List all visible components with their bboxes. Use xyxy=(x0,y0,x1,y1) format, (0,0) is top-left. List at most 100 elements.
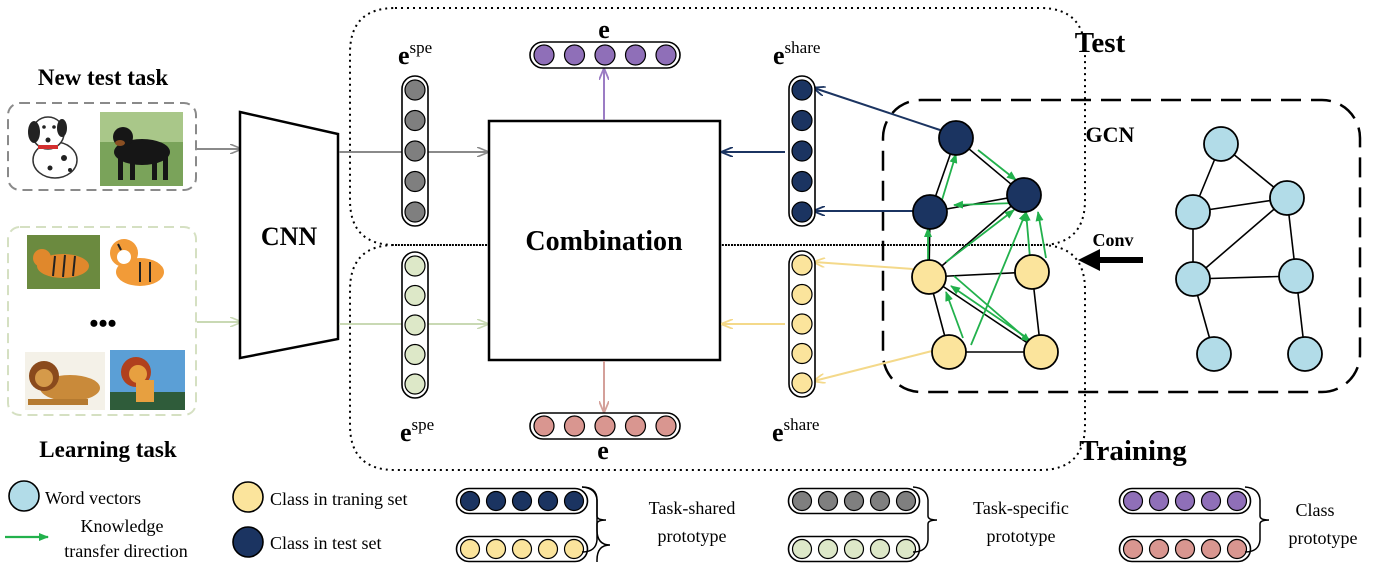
class-training-legend-label: Class in traning set xyxy=(270,489,408,509)
e-share-test-strip-bead xyxy=(791,109,813,132)
legend-green-strip-bead xyxy=(791,538,813,560)
legend-pink-strip-bead xyxy=(1226,538,1248,560)
legend-pink-strip-bead xyxy=(1200,538,1222,560)
knowledge-transfer-arrow xyxy=(953,200,1017,209)
training-class-node xyxy=(911,259,947,295)
legend-grey-strip-bead xyxy=(791,490,813,512)
knowledge-transfer-arrow xyxy=(945,291,964,339)
task-specific-legend-line2: prototype xyxy=(987,526,1056,546)
e-share-test-strip-bead xyxy=(791,140,813,162)
legend-purple-strip-bead xyxy=(1148,490,1170,512)
legend-yellow-strip-bead xyxy=(537,538,559,560)
test-label: Test xyxy=(1075,27,1126,59)
knowledge-transfer-arrow xyxy=(970,211,1027,346)
test-class-node xyxy=(1006,177,1042,213)
e-share-test-label: eshare xyxy=(773,38,820,70)
legend-navy-strip-bead xyxy=(511,490,533,512)
cnn-label: CNN xyxy=(261,222,318,251)
word-vector-node xyxy=(1269,180,1305,216)
e-class-test-strip-bead xyxy=(624,44,647,66)
graph-to-share-train-arrow-2 xyxy=(814,350,933,381)
knowledge-transfer-arrow xyxy=(953,275,1031,343)
knowledge-transfer-arrow xyxy=(977,149,1017,181)
e-class-test-strip-bead xyxy=(594,44,616,66)
legend-pink-strip-bead xyxy=(1122,538,1144,560)
knowledge-transfer-arrow xyxy=(1022,211,1031,259)
e-class-test-strip-bead xyxy=(533,44,555,66)
word-vector-node xyxy=(1287,336,1323,372)
e-spe-test-strip-bead xyxy=(404,79,426,101)
word-vector-node xyxy=(1278,258,1314,294)
e-share-test-strip-bead xyxy=(791,79,813,101)
legend-green-strip-bead xyxy=(895,538,917,560)
legend-pink-strip-bead xyxy=(1174,538,1196,560)
legend-pink-strip-bead xyxy=(1148,538,1170,560)
task-specific-legend-line1: Task-specific xyxy=(973,498,1069,518)
word-vector-legend-node xyxy=(8,480,40,512)
dalmatian-image xyxy=(18,112,93,186)
legend-navy-strip-bead xyxy=(563,490,585,512)
e-spe-train-strip-bead xyxy=(404,343,426,366)
e-spe-train-strip-bead xyxy=(404,314,426,336)
legend-yellow-strip-bead xyxy=(511,538,533,560)
conv-label: Conv xyxy=(1092,230,1133,250)
knowledge-transfer-arrow xyxy=(945,209,1015,263)
class-prototype-legend-line1: Class xyxy=(1295,500,1334,520)
e-train-label: e xyxy=(597,436,609,465)
class-prototype-legend-line2: prototype xyxy=(1289,528,1358,548)
legend-purple-strip-bead xyxy=(1200,490,1222,512)
legend-grey-strip-bead xyxy=(869,490,891,512)
e-share-train-strip-bead xyxy=(791,283,813,306)
e-spe-train-strip-bead xyxy=(404,284,426,307)
combination-block xyxy=(487,119,722,362)
lion-photo-image xyxy=(25,352,105,410)
learning-task-title: Learning task xyxy=(39,437,177,462)
knowledge-transfer-arrow xyxy=(1035,211,1047,259)
legend-green-strip-bead xyxy=(869,538,891,560)
e-spe-test-strip-bead xyxy=(404,170,426,193)
test-class-node xyxy=(912,194,948,230)
e-share-test-strip-bead xyxy=(791,201,813,223)
legend-yellow-strip-bead xyxy=(485,538,507,560)
legend-grey-strip-bead xyxy=(895,490,917,512)
e-class-train-strip-bead xyxy=(594,415,616,437)
e-share-train-strip-bead xyxy=(791,254,813,276)
task-specific-brace xyxy=(912,486,938,553)
conv-arrow-head xyxy=(1078,249,1100,271)
knowledge-legend-line2: transfer direction xyxy=(64,541,187,561)
test-task-image-group xyxy=(7,102,197,191)
e-spe-test-strip-bead xyxy=(404,201,426,223)
word-vectors-legend-label: Word vectors xyxy=(45,488,141,508)
legend-yellow-strip-bead xyxy=(563,538,585,560)
tiger-cartoon-image xyxy=(103,233,179,291)
learning-task-image-group xyxy=(7,226,197,416)
legend-grey-strip-bead xyxy=(843,490,865,512)
tiger-photo-image xyxy=(27,235,100,289)
e-spe-train-label: espe xyxy=(400,415,434,447)
training-region xyxy=(349,244,1086,471)
e-spe-test-strip-bead xyxy=(404,109,426,132)
dynamic-layer xyxy=(401,41,1323,563)
rottweiler-image xyxy=(100,112,183,186)
legend-purple-strip-bead xyxy=(1122,490,1144,512)
legend-navy-strip-bead xyxy=(537,490,559,512)
e-share-train-strip-bead xyxy=(791,342,813,365)
e-spe-test-label: espe xyxy=(398,38,432,70)
task-shared-brace-clean xyxy=(581,486,607,553)
gcn-label: GCN xyxy=(1086,122,1135,147)
task-shared-legend-line1: Task-shared xyxy=(649,498,736,518)
test-region xyxy=(349,7,1086,246)
e-class-train-strip-bead xyxy=(624,415,647,437)
legend-yellow-strip-bead xyxy=(459,538,481,560)
gcn-graph-edge xyxy=(928,194,1025,278)
e-share-train-strip-bead xyxy=(791,313,813,335)
combination-label: Combination xyxy=(525,226,683,257)
class-prototype-brace xyxy=(1244,486,1270,553)
training-label: Training xyxy=(1079,435,1187,467)
word-vector-node xyxy=(1203,126,1239,162)
word-vector-node xyxy=(1196,336,1232,372)
e-test-label: e xyxy=(598,15,610,44)
e-spe-train-strip-bead xyxy=(404,255,426,277)
